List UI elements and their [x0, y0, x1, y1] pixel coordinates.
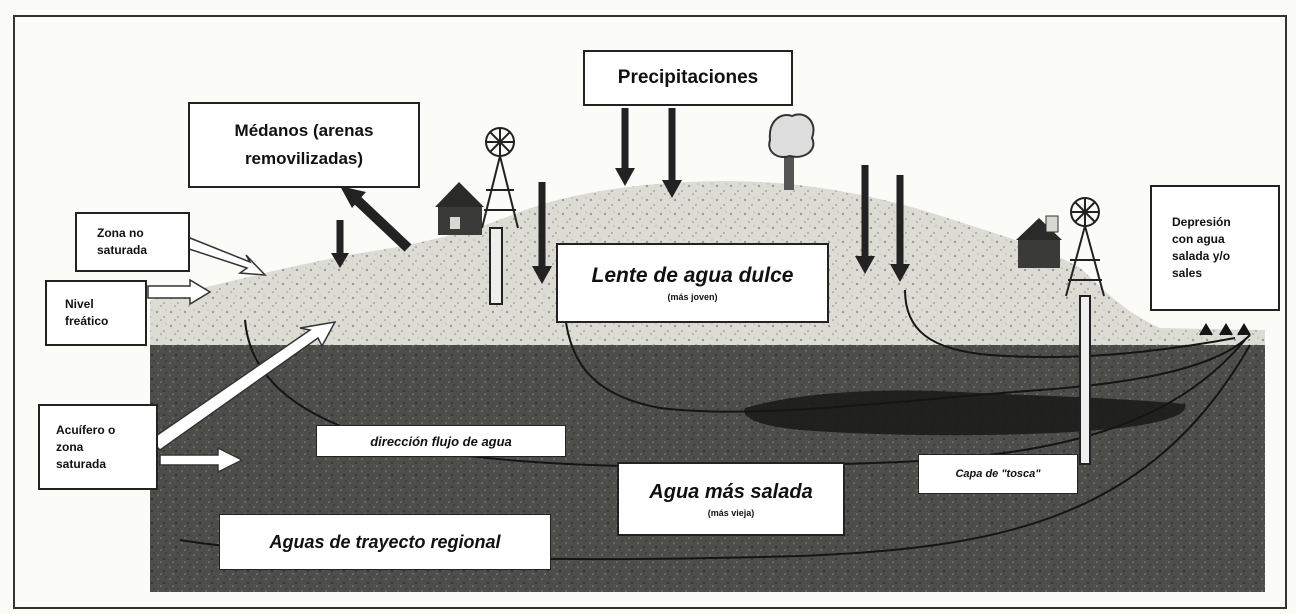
precipitaciones-text: Precipitaciones	[617, 67, 759, 88]
medanos-label: Médanos (arenas removilizadas)	[188, 102, 420, 188]
zona-no-saturada-text-1: Zona no	[97, 226, 144, 240]
tree-icon	[768, 113, 815, 190]
medanos-text-1: Médanos (arenas	[234, 121, 374, 140]
medanos-text-2: removilizadas)	[244, 149, 364, 168]
depresion-label: Depresión con agua salada y/o sales	[1150, 185, 1280, 311]
aguas-regional-text: Aguas de trayecto regional	[269, 531, 501, 552]
acuifero-text-1: Acuífero o	[56, 422, 116, 437]
tosca-layer	[744, 390, 1186, 436]
capa-tosca-label: Capa de "tosca"	[918, 454, 1078, 494]
precipitation-arrows	[331, 108, 910, 284]
diagram-frame	[13, 15, 1287, 609]
direccion-flujo-text: dirección flujo de agua	[370, 433, 512, 449]
house-icon	[1016, 215, 1062, 268]
lente-agua-dulce-label: Lente de agua dulce (más joven)	[556, 243, 829, 323]
medanos-arrow	[340, 186, 412, 252]
agua-salada-label: Agua más salada (más vieja)	[617, 462, 845, 536]
nivel-freatico-label: Nivel freático	[45, 280, 147, 346]
acuifero-text-3: saturada	[56, 456, 107, 471]
nivel-freatico-text-2: freático	[65, 314, 109, 328]
zona-no-saturada-label: Zona no saturada	[75, 212, 190, 272]
flow-line	[904, 289, 1236, 359]
direccion-flujo-label: dirección flujo de agua	[316, 425, 566, 457]
nivel-freatico-text-1: Nivel	[65, 297, 94, 311]
discharge-arrows	[1199, 323, 1251, 336]
lente-subtitle: (más joven)	[667, 292, 718, 302]
aguas-regional-label: Aguas de trayecto regional	[219, 514, 551, 570]
acuifero-label: Acuífero o zona saturada	[38, 404, 158, 490]
flow-line	[564, 314, 1251, 413]
capa-tosca-text: Capa de "tosca"	[955, 468, 1041, 480]
agua-salada-title: Agua más salada	[649, 480, 813, 503]
acuifero-text-2: zona	[56, 439, 84, 454]
windmill-icon	[481, 127, 519, 305]
windmill-icon	[1065, 197, 1105, 465]
depresion-text-4: sales	[1172, 266, 1203, 280]
zona-no-saturada-text-2: saturada	[97, 243, 148, 257]
depresion-text-1: Depresión	[1172, 215, 1231, 229]
depresion-text-3: salada y/o	[1172, 249, 1231, 263]
precipitaciones-label: Precipitaciones	[583, 50, 793, 106]
house-icon	[435, 182, 484, 235]
zona-arrows	[147, 237, 337, 474]
lente-title: Lente de agua dulce	[591, 264, 794, 287]
depresion-text-2: con agua	[1172, 232, 1225, 246]
agua-salada-subtitle: (más vieja)	[707, 507, 755, 518]
